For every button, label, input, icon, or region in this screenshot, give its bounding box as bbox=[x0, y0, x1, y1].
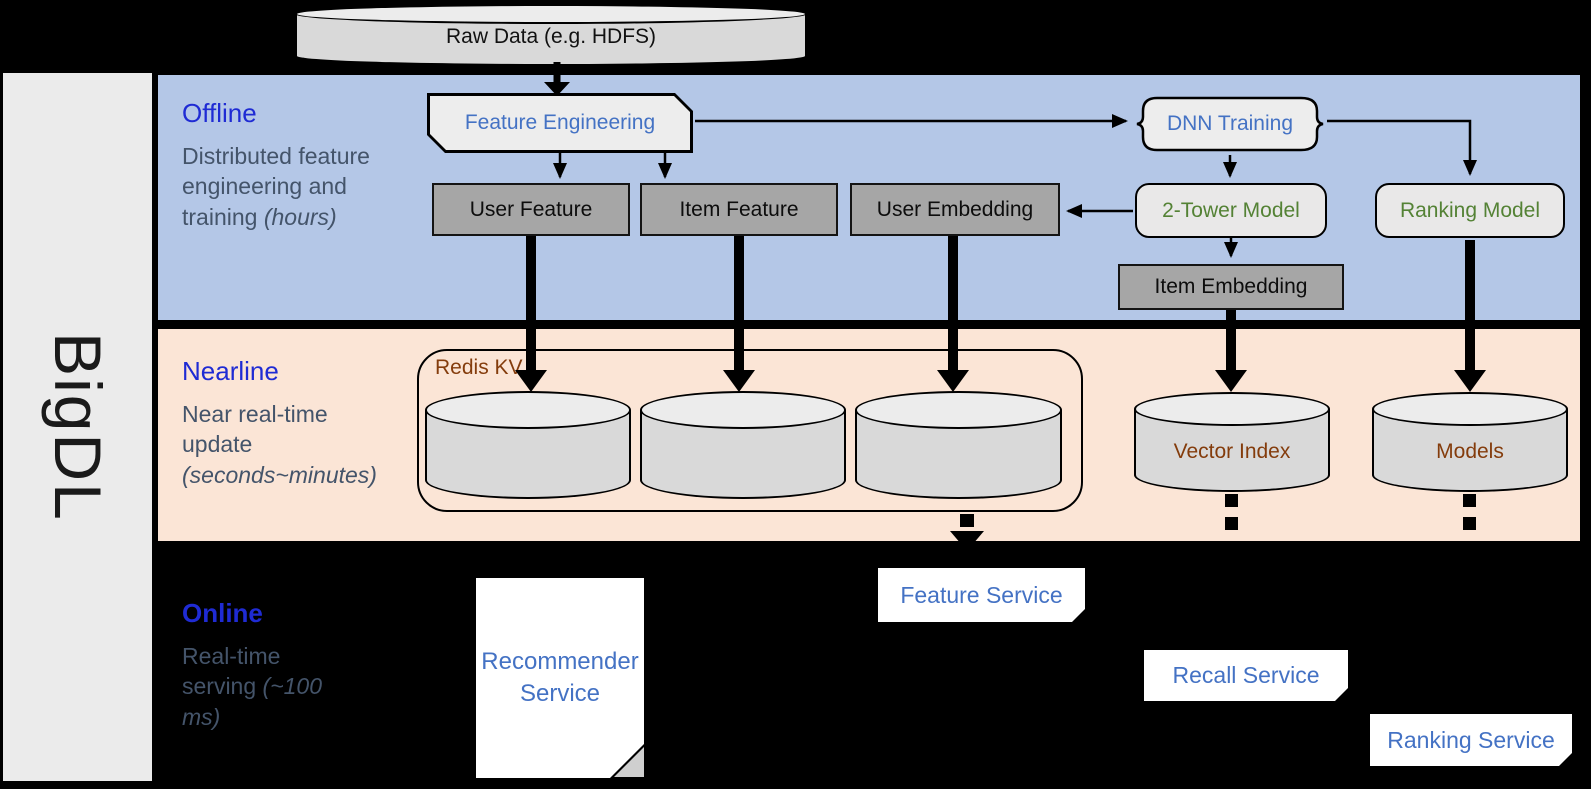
vector-index-label: Vector Index bbox=[1173, 440, 1291, 463]
redis-cylinder-2 bbox=[640, 391, 846, 499]
dnn-training-label: DNN Training bbox=[1166, 112, 1294, 135]
nearline-lane-desc: Near real-time update (seconds~minutes) bbox=[182, 401, 377, 488]
redis-cylinder-3 bbox=[855, 391, 1062, 499]
models-cylinder: Models bbox=[1372, 392, 1568, 492]
vector-index-cylinder: Vector Index bbox=[1134, 392, 1330, 492]
ranking-service-box: Ranking Service bbox=[1370, 714, 1572, 766]
offline-lane-title: Offline bbox=[182, 98, 257, 128]
redis-kv-label: Redis KV bbox=[435, 356, 523, 379]
online-lane-title: Online bbox=[182, 598, 263, 628]
recommender-service-doc: Recommender Service bbox=[475, 577, 645, 779]
item-feature-box: Item Feature bbox=[640, 183, 838, 236]
cylinder-top-ellipse bbox=[425, 391, 631, 429]
online-lane-desc: Real-time serving (~100 ms) bbox=[182, 643, 323, 730]
offline-lane-info: Offline Distributed feature engineering … bbox=[182, 98, 404, 232]
raw-data-label: Raw Data (e.g. HDFS) bbox=[445, 25, 657, 49]
item-embedding-box: Item Embedding bbox=[1118, 264, 1344, 310]
cylinder-top-ellipse bbox=[855, 391, 1062, 429]
user-feature-box: User Feature bbox=[432, 183, 630, 236]
feature-engineering-shape: Feature Engineering bbox=[427, 93, 693, 153]
feature-engineering-label: Feature Engineering bbox=[430, 96, 690, 150]
nearline-lane-info: Nearline Near real-time update (seconds~… bbox=[182, 356, 400, 490]
raw-data-cylinder: Raw Data (e.g. HDFS) bbox=[295, 4, 807, 66]
double-brace-outline bbox=[1136, 96, 1324, 152]
redis-cylinder-1 bbox=[425, 391, 631, 499]
redis-kv-container: Redis KV bbox=[417, 349, 1083, 512]
offline-lane-desc: Distributed feature engineering and trai… bbox=[182, 143, 370, 230]
two-tower-model-box: 2-Tower Model bbox=[1135, 183, 1327, 238]
cylinder-top-ellipse bbox=[1134, 392, 1330, 426]
models-label: Models bbox=[1436, 440, 1504, 463]
ranking-model-box: Ranking Model bbox=[1375, 183, 1565, 238]
nearline-lane-title: Nearline bbox=[182, 356, 279, 386]
recall-service-box: Recall Service bbox=[1144, 650, 1348, 701]
cylinder-top-ellipse bbox=[1372, 392, 1568, 426]
cylinder-top-ellipse bbox=[640, 391, 846, 429]
cylinder-top-ellipse bbox=[295, 4, 807, 24]
feature-service-box: Feature Service bbox=[878, 568, 1085, 622]
bigdl-label: BigDL bbox=[40, 332, 115, 522]
online-lane-info: Online Real-time serving (~100 ms) bbox=[182, 598, 347, 732]
dnn-training-shape: DNN Training bbox=[1133, 95, 1327, 153]
user-embedding-box: User Embedding bbox=[850, 183, 1060, 236]
bigdl-brand-bar: BigDL bbox=[3, 73, 152, 781]
